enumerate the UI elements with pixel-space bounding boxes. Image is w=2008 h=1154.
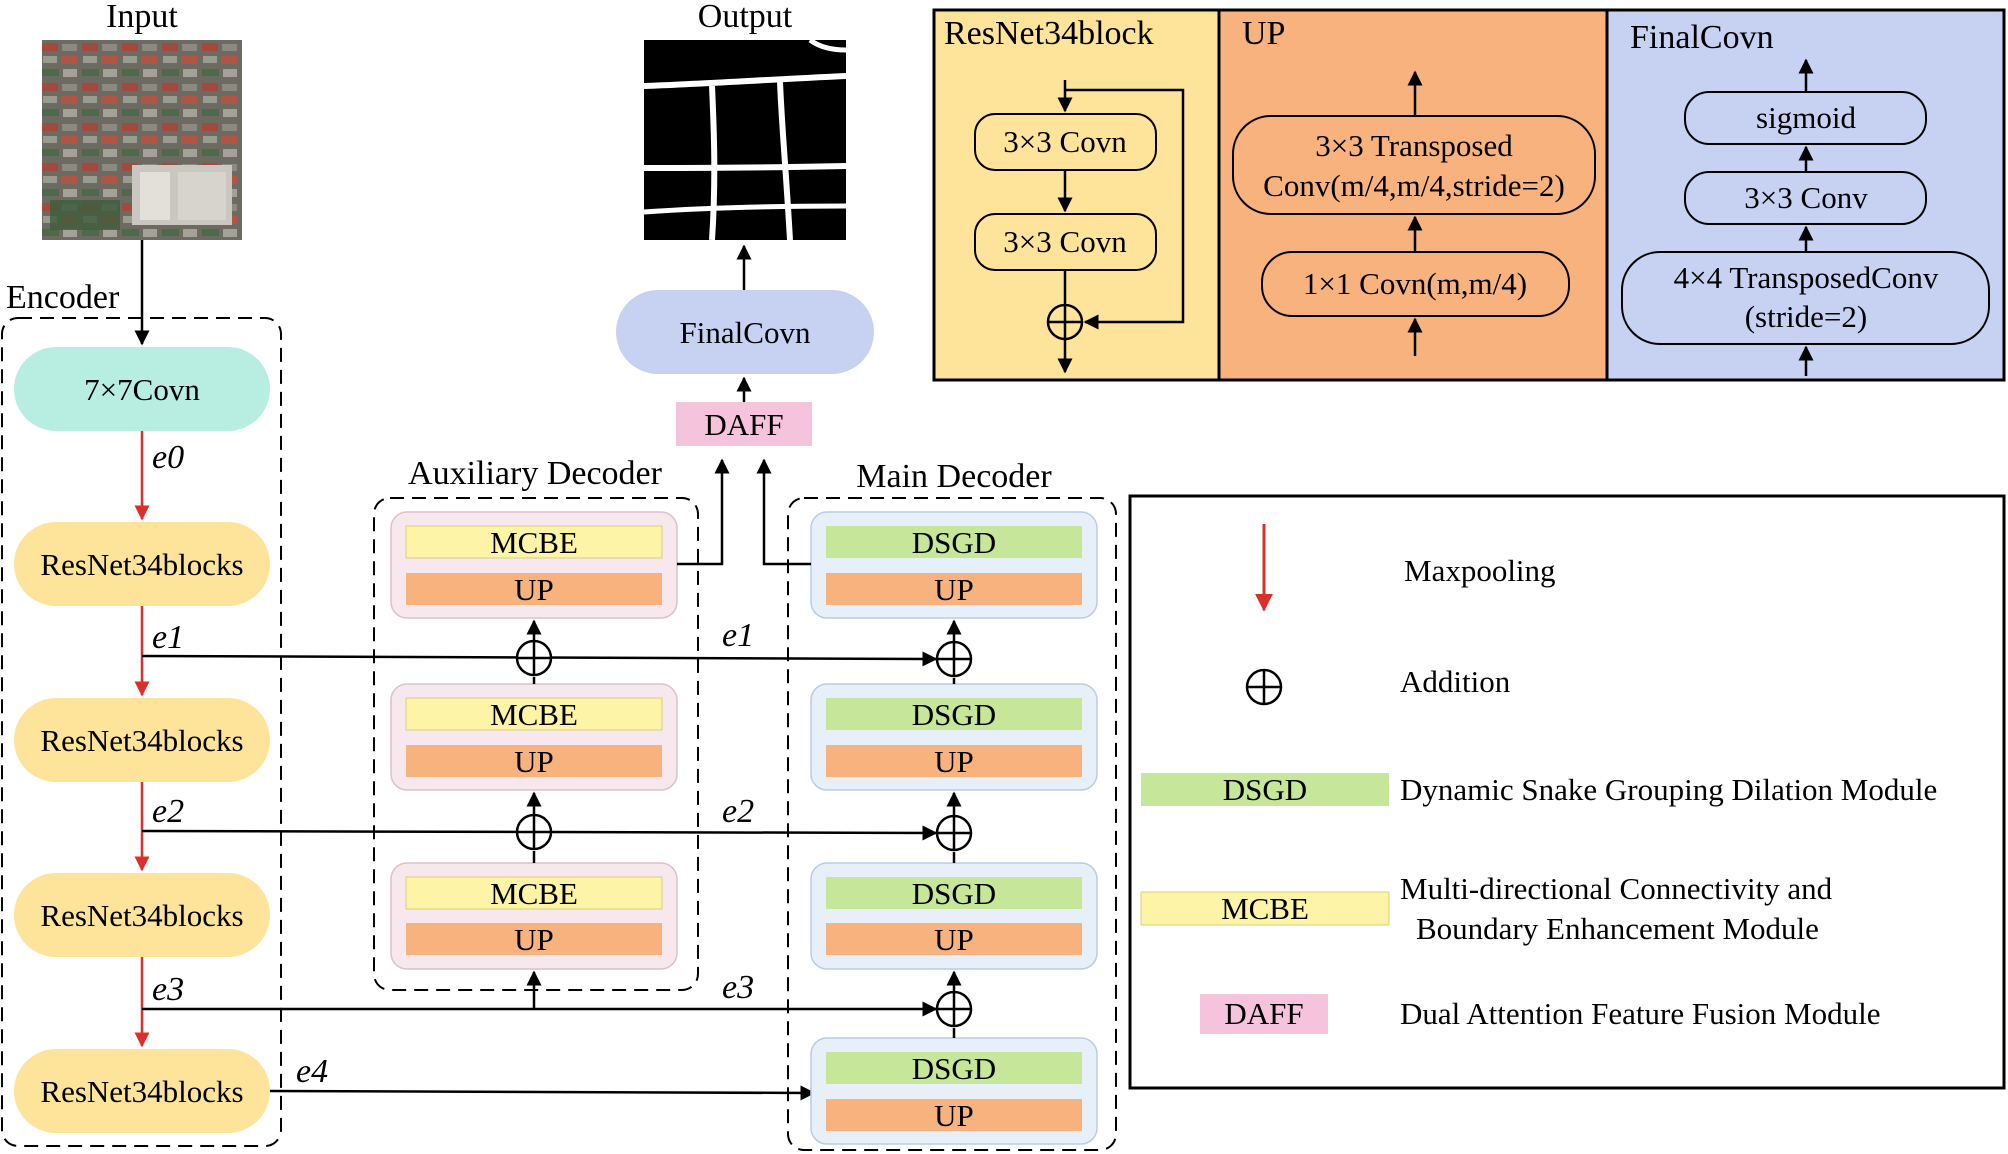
encoder-block-3: ResNet34blocks [14,873,270,957]
svg-text:3×3 Conv: 3×3 Conv [1744,180,1868,215]
svg-text:UP: UP [934,1098,974,1133]
daff-block: DAFF [676,402,812,446]
svg-text:MCBE: MCBE [490,697,578,732]
svg-text:ResNet34blocks: ResNet34blocks [40,1074,243,1109]
input-title: Input [106,0,178,35]
main-stage-4: DSGD UP [810,1037,1098,1145]
legend-mcbe-desc-1: Multi-directional Connectivity and [1400,871,1833,906]
legend: Maxpooling Addition DSGD Dynamic Snake G… [1128,494,2006,1090]
svg-text:DAFF: DAFF [704,407,783,442]
input-image [42,40,242,240]
svg-text:ResNet34block: ResNet34block [944,15,1154,52]
output-title: Output [698,0,793,35]
svg-text:ResNet34blocks: ResNet34blocks [40,898,243,933]
svg-text:DSGD: DSGD [912,697,996,732]
svg-text:UP: UP [514,922,554,957]
legend-mcbe-tag: MCBE [1221,891,1309,926]
output-mask [643,37,847,241]
feature-label-e0: e0 [152,439,184,476]
feature-label-e4: e4 [296,1053,328,1090]
auxiliary-decoder-frame [373,497,699,991]
aux-stage-3: MCBE UP [390,862,678,970]
legend-daff-tag: DAFF [1224,996,1303,1031]
skip-label-e3: e3 [722,969,754,1006]
aux-addition-nodes [515,639,553,851]
svg-text:UP: UP [934,922,974,957]
svg-text:UP: UP [934,744,974,779]
main-stage-2: DSGD UP [810,683,1098,791]
svg-text:ResNet34blocks: ResNet34blocks [40,723,243,758]
svg-text:7×7Covn: 7×7Covn [84,372,200,407]
panel-finalconv: FinalCovn sigmoid 3×3 Conv 4×4 Transpose… [1605,8,2006,382]
svg-text:UP: UP [1242,15,1285,52]
svg-text:FinalCovn: FinalCovn [680,315,811,350]
svg-text:1×1 Covn(m,m/4): 1×1 Covn(m,m/4) [1303,266,1527,301]
svg-text:UP: UP [514,744,554,779]
feature-label-e2: e2 [152,793,184,830]
svg-text:(stride=2): (stride=2) [1745,299,1868,334]
encoder-block-2: ResNet34blocks [14,698,270,782]
auxiliary-decoder-title: Auxiliary Decoder [408,455,663,492]
svg-text:UP: UP [514,572,554,607]
svg-text:MCBE: MCBE [490,525,578,560]
encoder-conv-block: 7×7Covn [14,347,270,431]
feature-label-e1: e1 [152,619,184,656]
svg-text:3×3 Covn: 3×3 Covn [1003,224,1127,259]
main-decoder-frame [787,497,1117,1151]
svg-text:MCBE: MCBE [490,876,578,911]
legend-mcbe-swatch [1140,891,1390,926]
skip-label-e2: e2 [722,793,754,830]
svg-text:ResNet34blocks: ResNet34blocks [40,547,243,582]
finalconv-block: FinalCovn [616,290,874,374]
svg-text:DSGD: DSGD [912,525,996,560]
aux-flow-arrows [526,458,730,1009]
main-decoder-title: Main Decoder [856,458,1052,495]
svg-text:FinalCovn: FinalCovn [1630,19,1774,56]
panel-resnet34block: ResNet34block 3×3 Covn 3×3 Covn [932,8,1221,382]
main-addition-nodes [935,640,973,1028]
feature-label-e3: e3 [152,971,184,1008]
legend-dsgd-tag: DSGD [1223,772,1307,807]
legend-daff-swatch [1200,994,1328,1034]
svg-text:Conv(m/4,m/4,stride=2): Conv(m/4,m/4,stride=2) [1263,168,1565,203]
legend-addition: Addition [1400,664,1511,699]
legend-maxpooling: Maxpooling [1404,553,1556,588]
legend-daff-desc: Dual Attention Feature Fusion Module [1400,996,1880,1031]
svg-text:3×3 Covn: 3×3 Covn [1003,124,1127,159]
main-stage-3: DSGD UP [810,862,1098,970]
svg-text:4×4 TransposedConv: 4×4 TransposedConv [1674,260,1939,295]
svg-text:UP: UP [934,572,974,607]
legend-mcbe-desc-2: Boundary Enhancement Module [1416,911,1819,946]
aux-stage-1: MCBE UP [390,511,678,619]
legend-dsgd-swatch [1141,773,1389,806]
panel-up: UP 3×3 Transposed Conv(m/4,m/4,stride=2)… [1217,8,1609,382]
main-flow-arrows [756,458,962,1038]
svg-text:DSGD: DSGD [912,1051,996,1086]
encoder-title: Encoder [6,279,120,316]
aux-stage-2: MCBE UP [390,683,678,791]
legend-dsgd-desc: Dynamic Snake Grouping Dilation Module [1400,772,1937,807]
svg-text:DSGD: DSGD [912,876,996,911]
skip-label-e1: e1 [722,617,754,654]
svg-text:sigmoid: sigmoid [1756,100,1856,135]
encoder-block-4: ResNet34blocks [14,1049,270,1133]
encoder-block-1: ResNet34blocks [14,522,270,606]
main-stage-1: DSGD UP [810,511,1098,619]
svg-text:3×3 Transposed: 3×3 Transposed [1315,128,1513,163]
